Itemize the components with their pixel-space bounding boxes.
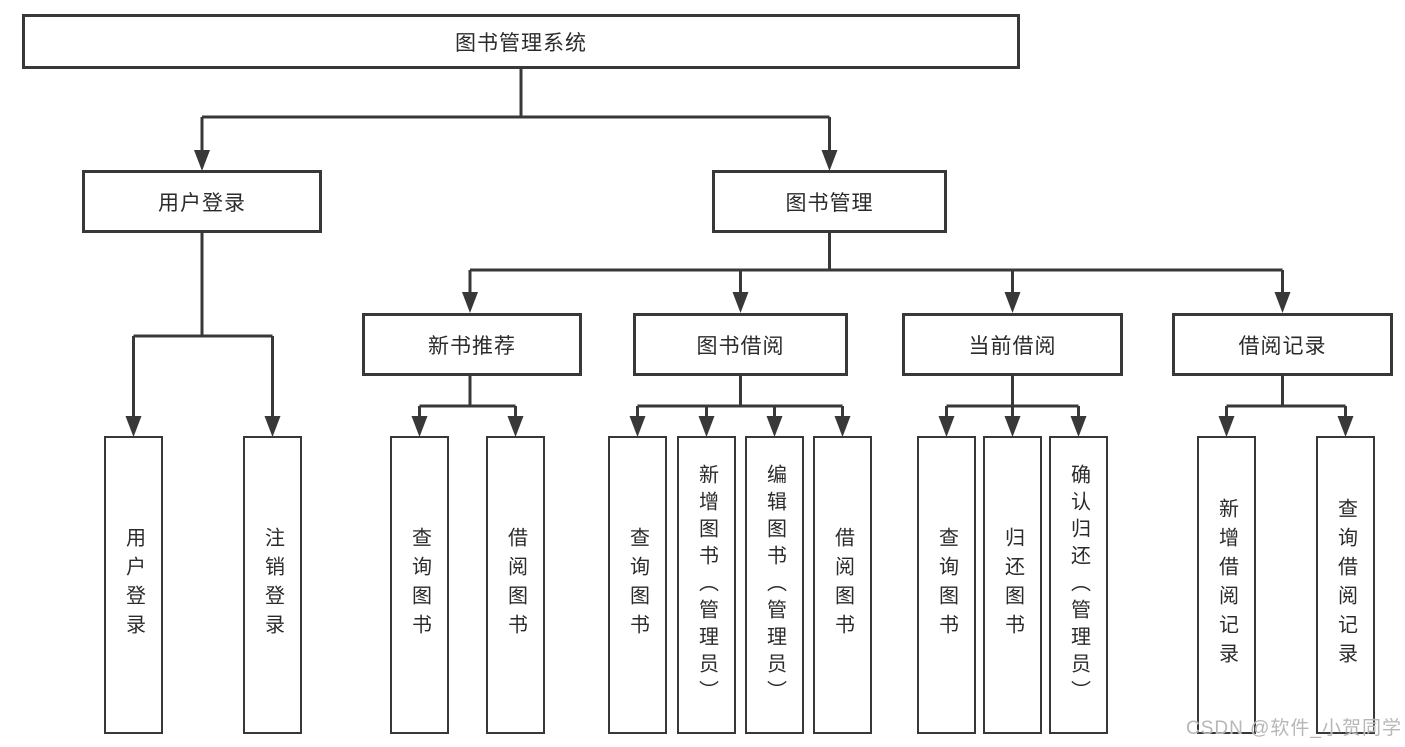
- node-leaf-recommend-borrow-books: 借阅图书: [486, 436, 545, 734]
- leaf-label: 新增图书（管理员）: [695, 463, 718, 707]
- leaf-label: 查询借阅记录: [1334, 498, 1357, 672]
- node-leaf-borrowing-add-books: 新增图书（管理员）: [677, 436, 736, 734]
- leaf-label: 新增借阅记录: [1215, 498, 1238, 672]
- leaf-label: 查询图书: [935, 527, 958, 643]
- leaf-label: 归还图书: [1001, 527, 1024, 643]
- csdn-watermark: CSDN @软件_小贺同学: [1186, 718, 1402, 739]
- node-leaf-records-add-record: 新增借阅记录: [1197, 436, 1256, 734]
- leaf-label: 借阅图书: [831, 527, 854, 643]
- node-user-login: 用户登录: [82, 170, 322, 233]
- leaf-label: 编辑图书（管理员）: [763, 463, 786, 707]
- node-current-borrowing: 当前借阅: [902, 313, 1123, 376]
- leaf-label: 注销登录: [261, 527, 284, 643]
- leaf-label: 查询图书: [408, 527, 431, 643]
- node-leaf-current-confirm-return: 确认归还（管理员）: [1049, 436, 1108, 734]
- node-book-management: 图书管理: [712, 170, 947, 233]
- node-leaf-logout: 注销登录: [243, 436, 302, 734]
- node-leaf-user-login: 用户登录: [104, 436, 163, 734]
- node-new-book-recommend: 新书推荐: [362, 313, 582, 376]
- leaf-label: 确认归还（管理员）: [1067, 463, 1090, 707]
- leaf-label: 借阅图书: [504, 527, 527, 643]
- leaf-label: 用户登录: [122, 527, 145, 643]
- node-leaf-recommend-query-books: 查询图书: [390, 436, 449, 734]
- node-leaf-records-query-record: 查询借阅记录: [1316, 436, 1375, 734]
- node-leaf-borrowing-query-books: 查询图书: [608, 436, 667, 734]
- node-leaf-borrowing-borrow-books: 借阅图书: [813, 436, 872, 734]
- leaf-label: 查询图书: [626, 527, 649, 643]
- node-leaf-current-query-books: 查询图书: [917, 436, 976, 734]
- node-root: 图书管理系统: [22, 14, 1020, 69]
- node-leaf-current-return-books: 归还图书: [983, 436, 1042, 734]
- node-leaf-borrowing-edit-books: 编辑图书（管理员）: [745, 436, 804, 734]
- node-book-borrowing: 图书借阅: [633, 313, 848, 376]
- node-borrowing-records: 借阅记录: [1172, 313, 1393, 376]
